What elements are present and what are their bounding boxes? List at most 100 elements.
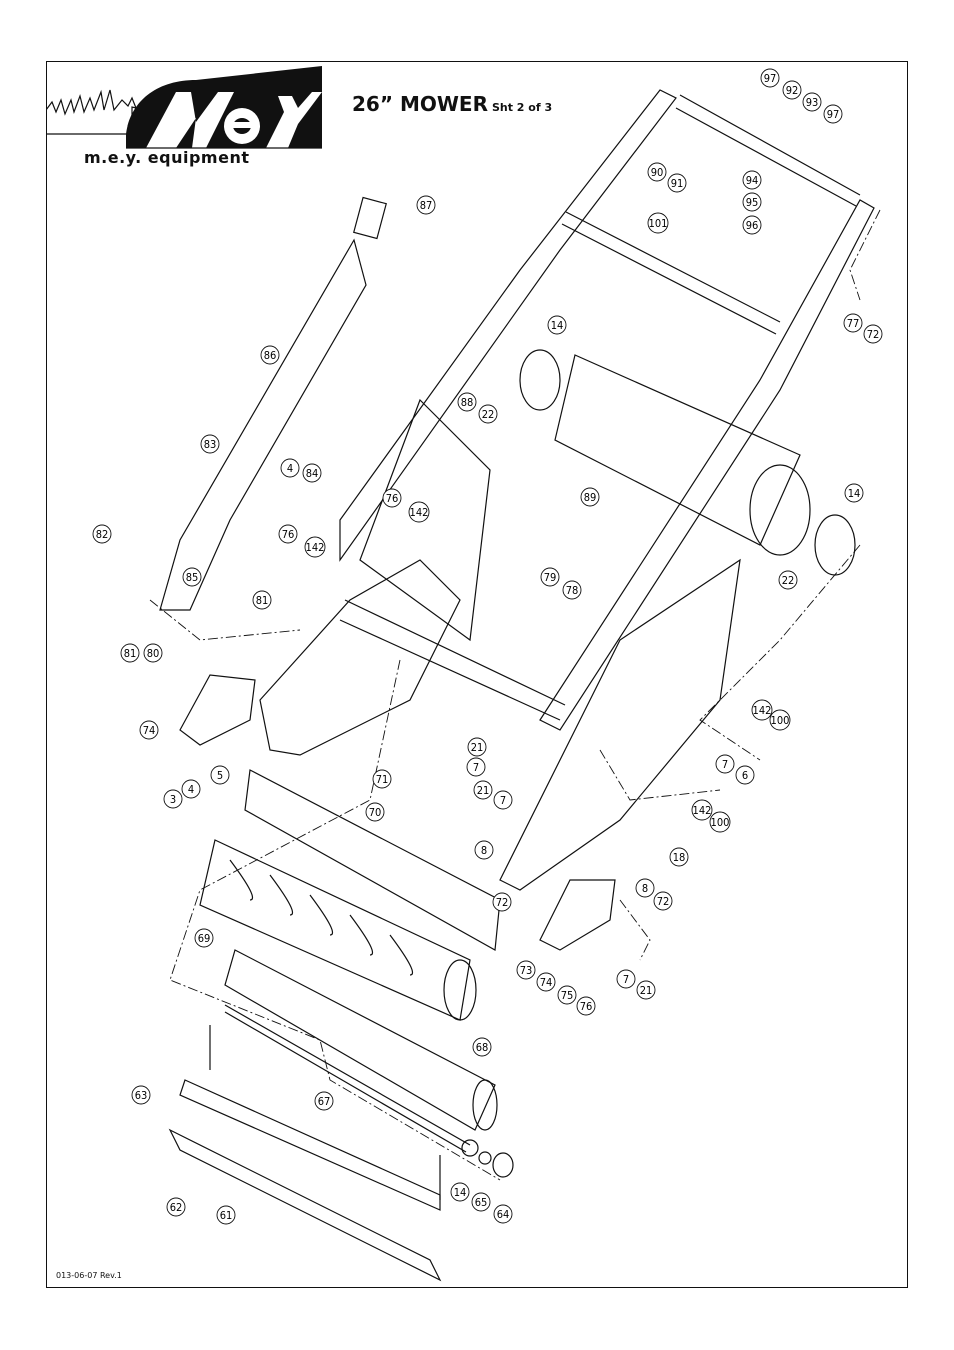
handle-frame-right bbox=[539, 199, 875, 731]
construction-lines bbox=[149, 209, 881, 1181]
callout-14a: 14 bbox=[547, 315, 567, 335]
callout-67: 67 bbox=[314, 1091, 334, 1111]
callout-label: 5 bbox=[217, 769, 223, 782]
callout-label: 80 bbox=[147, 647, 160, 660]
callout-label: 75 bbox=[561, 989, 574, 1002]
callout-circle bbox=[194, 928, 214, 948]
callout-64: 64 bbox=[493, 1204, 513, 1224]
callout-76b: 76 bbox=[278, 524, 298, 544]
wheel-upper bbox=[519, 349, 561, 411]
callout-circle bbox=[667, 173, 687, 193]
callout-21b: 21 bbox=[473, 780, 493, 800]
callout-circle bbox=[562, 580, 582, 600]
circlip bbox=[478, 1151, 492, 1165]
callout-circle bbox=[709, 811, 731, 833]
callout-74b: 74 bbox=[536, 972, 556, 992]
callout-101: 101 bbox=[647, 212, 669, 234]
callout-circle bbox=[742, 192, 762, 212]
callout-92: 92 bbox=[782, 80, 802, 100]
callout-80: 80 bbox=[143, 643, 163, 663]
callout-97b: 97 bbox=[823, 104, 843, 124]
callout-label: 7 bbox=[623, 973, 629, 986]
callout-4a: 4 bbox=[280, 458, 300, 478]
callout-circle bbox=[536, 972, 556, 992]
callout-circle bbox=[408, 501, 430, 523]
callout-circle bbox=[751, 699, 773, 721]
callout-circle bbox=[715, 754, 735, 774]
callout-circle bbox=[143, 643, 163, 663]
callout-label: 7 bbox=[500, 794, 506, 807]
callout-label: 22 bbox=[482, 408, 495, 421]
callout-label: 100 bbox=[771, 714, 790, 727]
callout-label: 6 bbox=[742, 769, 748, 782]
callout-65: 65 bbox=[471, 1192, 491, 1212]
callout-circle bbox=[778, 570, 798, 590]
callout-circle bbox=[691, 799, 713, 821]
callout-label: 76 bbox=[282, 528, 295, 541]
callout-circle bbox=[457, 392, 477, 412]
callout-76c: 76 bbox=[576, 996, 596, 1016]
callout-circle bbox=[314, 1091, 334, 1111]
callout-circle bbox=[735, 765, 755, 785]
callout-label: 81 bbox=[256, 594, 269, 607]
callout-85: 85 bbox=[182, 567, 202, 587]
cylinder-end bbox=[443, 959, 477, 1021]
callout-circle bbox=[492, 892, 512, 912]
callout-label: 62 bbox=[170, 1201, 183, 1214]
callout-label: 79 bbox=[544, 571, 557, 584]
callout-circle bbox=[467, 737, 487, 757]
callout-circle bbox=[516, 960, 536, 980]
callout-circle bbox=[576, 996, 596, 1016]
callout-circle bbox=[473, 780, 493, 800]
callout-label: 85 bbox=[186, 571, 199, 584]
callout-label: 4 bbox=[188, 783, 194, 796]
callout-circle bbox=[843, 313, 863, 333]
callout-circle bbox=[580, 487, 600, 507]
upper-crossbar bbox=[561, 211, 781, 335]
callout-93: 93 bbox=[802, 92, 822, 112]
callout-label: 89 bbox=[584, 491, 597, 504]
callout-label: 101 bbox=[649, 217, 668, 230]
callout-label: 74 bbox=[143, 724, 156, 737]
callout-circle bbox=[131, 1085, 151, 1105]
callout-142b: 142 bbox=[304, 536, 326, 558]
callout-circle bbox=[139, 720, 159, 740]
drawing-frame bbox=[46, 61, 908, 1288]
callout-62: 62 bbox=[166, 1197, 186, 1217]
callout-label: 72 bbox=[657, 895, 670, 908]
callout-circle bbox=[478, 404, 498, 424]
callout-22a: 22 bbox=[478, 404, 498, 424]
callout-circle bbox=[182, 567, 202, 587]
callout-88: 88 bbox=[457, 392, 477, 412]
callout-circle bbox=[166, 1197, 186, 1217]
callout-94: 94 bbox=[742, 170, 762, 190]
callout-21c: 21 bbox=[636, 980, 656, 1000]
callout-label: 78 bbox=[566, 584, 579, 597]
roller-tube bbox=[554, 354, 801, 546]
callout-label: 14 bbox=[848, 487, 861, 500]
bearing bbox=[461, 1139, 479, 1157]
callout-label: 72 bbox=[867, 328, 880, 341]
callout-label: 72 bbox=[496, 896, 509, 909]
callout-77: 77 bbox=[843, 313, 863, 333]
callout-label: 18 bbox=[673, 851, 686, 864]
callout-circle bbox=[252, 590, 272, 610]
callout-circle bbox=[304, 536, 326, 558]
callout-21a: 21 bbox=[467, 737, 487, 757]
callout-circle bbox=[493, 790, 513, 810]
callout-circle bbox=[844, 483, 864, 503]
callout-label: 14 bbox=[551, 319, 564, 332]
cylinder-helix bbox=[229, 859, 414, 976]
roller-end bbox=[749, 464, 811, 556]
callout-84: 84 bbox=[302, 463, 322, 483]
callout-circle bbox=[260, 345, 280, 365]
callout-circle bbox=[450, 1182, 470, 1202]
shroud bbox=[359, 398, 491, 642]
callout-circle bbox=[760, 68, 780, 88]
wheel-lower bbox=[814, 514, 856, 576]
callout-label: 84 bbox=[306, 467, 319, 480]
callout-14b: 14 bbox=[844, 483, 864, 503]
callout-label: 7 bbox=[722, 758, 728, 771]
callout-label: 68 bbox=[476, 1041, 489, 1054]
